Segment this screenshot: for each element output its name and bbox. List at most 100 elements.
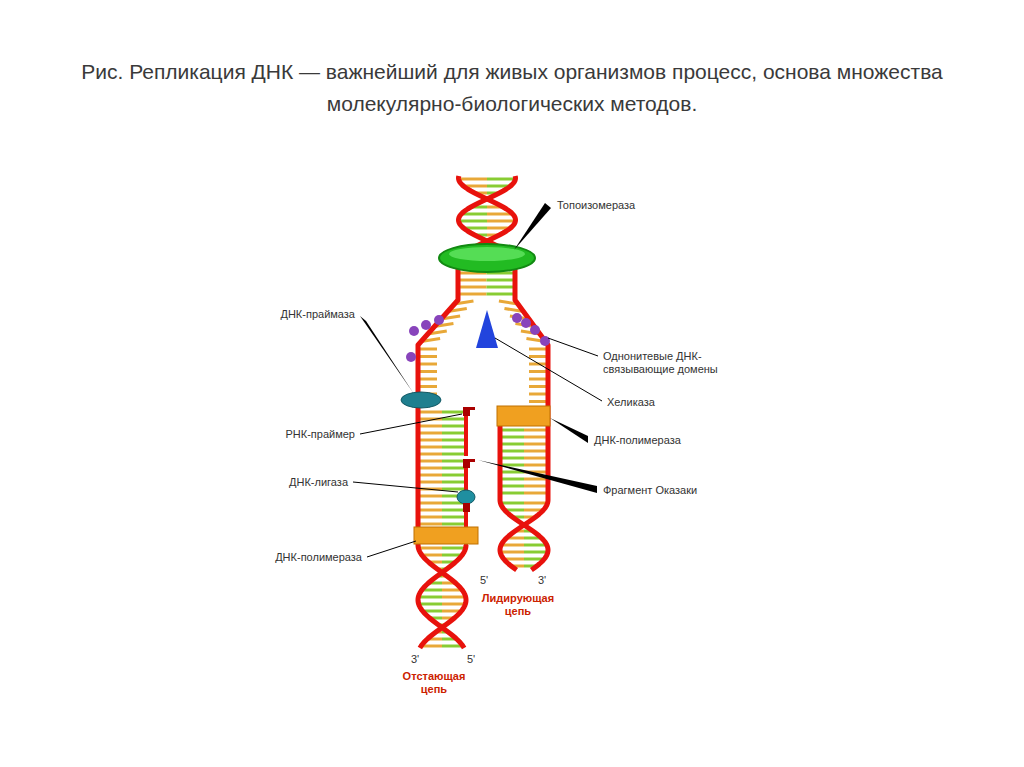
base-pair: [500, 478, 524, 481]
topoisomerase: [439, 244, 535, 272]
base-pair: [524, 443, 548, 446]
base-pair: [524, 551, 548, 554]
base-pair: [500, 457, 524, 460]
strand-name: Лидирующая цепь: [473, 592, 563, 618]
base-pair: [524, 429, 548, 432]
leader-lines: [353, 203, 602, 557]
base-pair: [418, 547, 442, 550]
primase: [401, 392, 441, 408]
base-pair: [500, 443, 524, 446]
free-base: [529, 355, 548, 358]
base-pair: [487, 279, 516, 282]
base-pair: [418, 481, 442, 484]
part-label: ДНК-полимераза: [275, 551, 362, 564]
dna-strand: [500, 500, 548, 570]
base-pair: [418, 467, 442, 470]
free-base: [529, 400, 548, 403]
part-label: ДНК-праймаза: [280, 308, 355, 321]
base-pair: [442, 425, 466, 428]
rna-primers: [463, 407, 475, 512]
part-label: Хеликаза: [607, 396, 655, 409]
base-pair: [487, 220, 515, 223]
base-pair: [418, 495, 442, 498]
strand-end: 3': [538, 574, 546, 587]
strand-name: Отстающая цепь: [389, 670, 479, 696]
base-pair: [458, 286, 487, 289]
free-base: [418, 385, 437, 388]
part-label: ДНК-полимераза: [594, 434, 681, 447]
base-pair: [459, 220, 487, 223]
enzymes: [401, 244, 550, 544]
base-pair: [442, 516, 466, 519]
dna-strand: [500, 500, 548, 570]
free-base: [529, 348, 548, 351]
base-pair: [487, 286, 516, 289]
polymerase: [414, 527, 478, 544]
dna-strand: [418, 545, 466, 648]
base-pair: [524, 457, 548, 460]
base-pair: [442, 596, 466, 599]
part-label: Топоизомераза: [557, 199, 635, 212]
free-base: [418, 355, 437, 358]
base-pair: [524, 464, 548, 467]
base-pair: [524, 485, 548, 488]
base-pair: [500, 492, 524, 495]
base-pair: [500, 502, 524, 505]
dna-strand: [418, 545, 466, 648]
base-pair: [500, 551, 524, 554]
base-pair: [442, 453, 466, 456]
base-pair: [418, 453, 442, 456]
ligase: [457, 490, 475, 504]
strand-end: 5': [480, 574, 488, 587]
base-pair: [458, 293, 487, 296]
dna-strand: [464, 416, 468, 456]
base-pair: [418, 460, 442, 463]
base-pair: [442, 509, 466, 512]
base-pair: [524, 502, 548, 505]
helicase: [476, 310, 498, 348]
base-pair: [442, 467, 466, 470]
part-label: РНК-праймер: [286, 428, 356, 441]
free-base: [529, 393, 548, 396]
base-pair: [418, 516, 442, 519]
base-pair: [500, 436, 524, 439]
base-pair: [500, 450, 524, 453]
strand-end: 3': [411, 653, 419, 666]
base-pair: [487, 293, 516, 296]
part-label: Фрагмент Оказаки: [603, 484, 697, 497]
base-pair: [487, 178, 515, 181]
base-pair: [418, 432, 442, 435]
base-pair: [459, 178, 487, 181]
part-label: Однонитевые ДНК-связывающие домены: [603, 350, 753, 376]
base-pair: [524, 436, 548, 439]
figure-title: Рис. Репликация ДНК — важнейший для живы…: [62, 56, 962, 120]
dna-strand: [498, 426, 503, 500]
base-pair: [442, 547, 466, 550]
base-pair: [418, 509, 442, 512]
base-pair: [418, 411, 442, 414]
free-base: [529, 385, 548, 388]
part-label: ДНК-лигаза: [289, 476, 348, 489]
ssb-dots: [406, 313, 550, 362]
base-pair: [442, 474, 466, 477]
base-pair: [442, 432, 466, 435]
dna-strand: [515, 262, 548, 500]
free-base: [418, 378, 437, 381]
base-pair: [418, 502, 442, 505]
free-base: [418, 363, 437, 366]
base-pair: [418, 523, 442, 526]
base-pair: [524, 450, 548, 453]
base-pair: [442, 603, 465, 606]
base-pair: [442, 439, 466, 442]
free-base: [418, 370, 437, 373]
base-pair: [418, 439, 442, 442]
base-pair: [419, 603, 442, 606]
base-pair: [500, 485, 524, 488]
free-base: [529, 378, 548, 381]
base-pair: [442, 418, 466, 421]
base-pair: [442, 411, 466, 414]
base-pair: [418, 446, 442, 449]
base-pair: [418, 425, 442, 428]
polymerase: [497, 406, 550, 426]
